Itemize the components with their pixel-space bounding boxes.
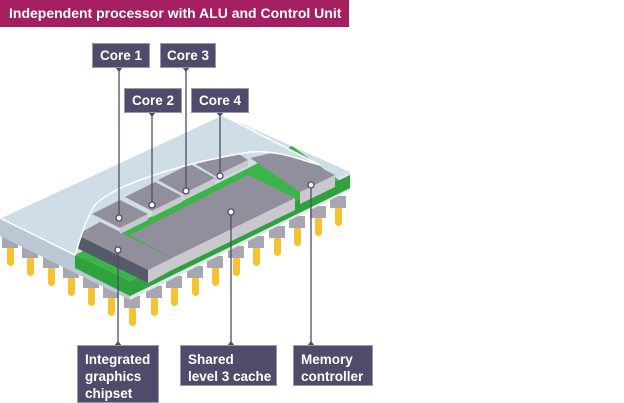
label-pointers	[114, 67, 315, 346]
leader-dots	[114, 172, 315, 254]
label-core-3: Core 3	[160, 43, 216, 68]
label-core-1: Core 1	[92, 43, 150, 68]
label-core-2: Core 2	[124, 88, 182, 113]
diagram-title: Independent processor with ALU and Contr…	[0, 0, 349, 27]
label-integrated-graphics: Integrated graphics chipset	[77, 345, 159, 403]
leader-lines	[117, 68, 312, 345]
label-core-4: Core 4	[191, 88, 249, 113]
label-shared-l3-cache: Shared level 3 cache	[180, 345, 277, 386]
lid	[0, 114, 321, 257]
label-memory-controller: Memory controller	[293, 345, 373, 386]
